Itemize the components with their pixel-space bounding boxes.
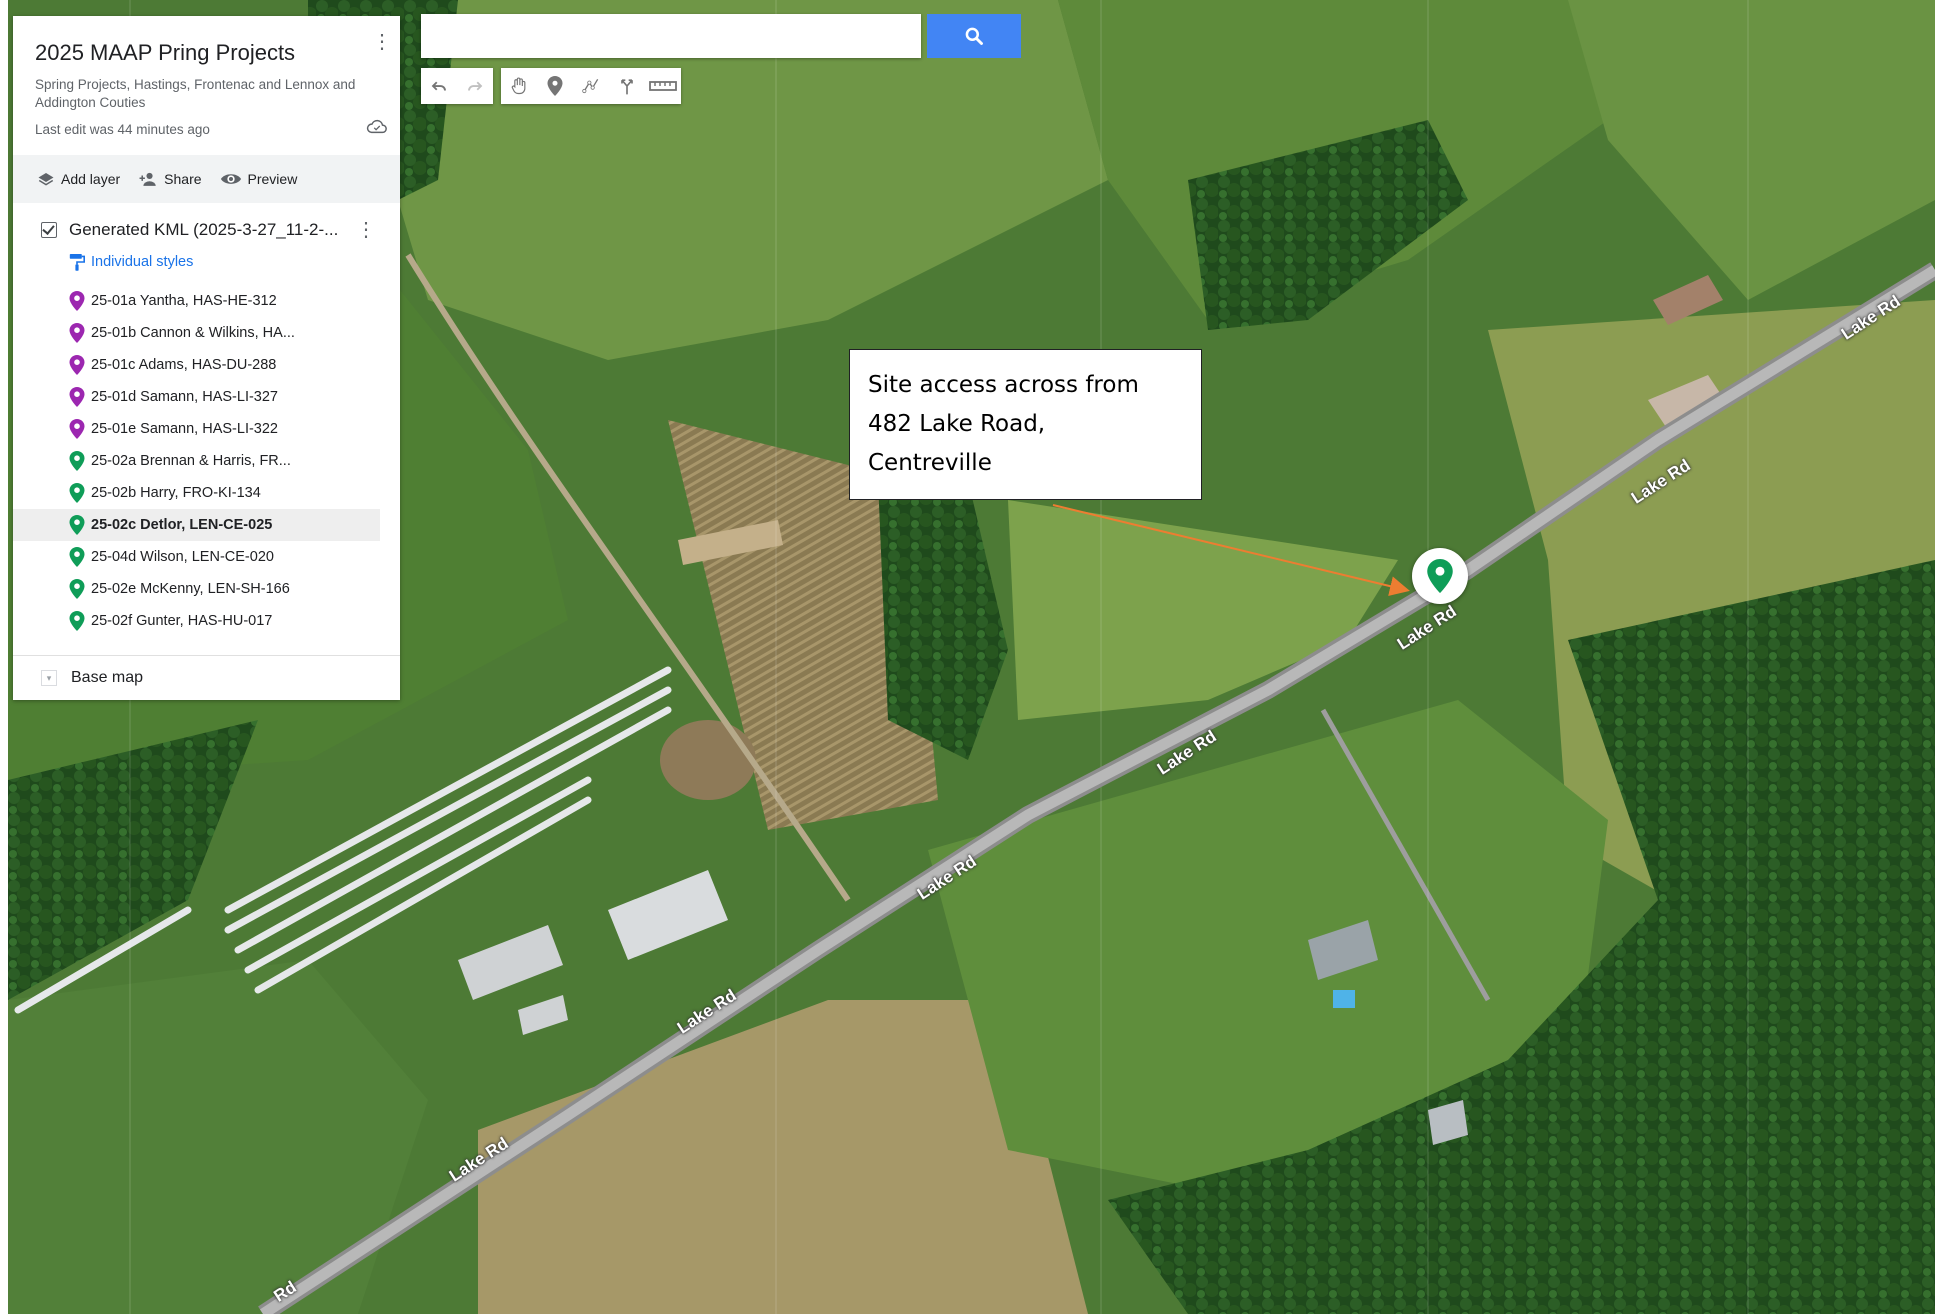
- feature-label: 25-01b Cannon & Wilkins, HA...: [91, 325, 295, 341]
- layers-icon: [38, 173, 54, 186]
- measure-button[interactable]: [645, 68, 681, 104]
- search-input[interactable]: [421, 14, 921, 58]
- feature-label: 25-01d Samann, HAS-LI-327: [91, 389, 278, 405]
- base-map-label: Base map: [71, 669, 144, 686]
- layer-name[interactable]: Generated KML (2025-3-27_11-2-...: [69, 220, 339, 239]
- eye-icon: [220, 174, 241, 184]
- map-pin-icon: [69, 387, 85, 407]
- more-options-icon[interactable]: ⋮: [372, 31, 392, 53]
- callout-line: Site access across from: [868, 372, 1139, 398]
- draw-tools-group: [501, 68, 681, 104]
- feature-list-item[interactable]: 25-02a Brennan & Harris, FR...: [13, 445, 380, 477]
- map-pin-icon: [69, 419, 85, 439]
- map-title[interactable]: 2025 MAAP Pring Projects: [35, 40, 296, 65]
- panel-header: 2025 MAAP Pring Projects Spring Projects…: [13, 16, 400, 145]
- feature-list-item[interactable]: 25-01b Cannon & Wilkins, HA...: [13, 317, 380, 349]
- feature-label: 25-01c Adams, HAS-DU-288: [91, 357, 277, 373]
- feature-label: 25-04d Wilson, LEN-CE-020: [91, 549, 274, 565]
- history-group: [421, 68, 493, 104]
- feature-label: 25-02a Brennan & Harris, FR...: [91, 453, 291, 469]
- layer-section: Generated KML (2025-3-27_11-2-... ⋮ Indi…: [13, 203, 400, 637]
- feature-list-item[interactable]: 25-04d Wilson, LEN-CE-020: [13, 541, 380, 573]
- feature-label: 25-02b Harry, FRO-KI-134: [91, 485, 261, 501]
- map-pin-icon: [69, 291, 85, 311]
- add-marker-button[interactable]: [537, 68, 573, 104]
- map-pin-icon: [69, 611, 85, 631]
- paint-roller-icon: [69, 254, 85, 271]
- search-button[interactable]: [927, 14, 1021, 58]
- feature-label: 25-01a Yantha, HAS-HE-312: [91, 293, 277, 309]
- map-pin-icon: [69, 451, 85, 471]
- map-toolbar: [421, 68, 681, 104]
- map-pin-icon: [69, 355, 85, 375]
- feature-list-item[interactable]: 25-02e McKenny, LEN-SH-166: [13, 573, 380, 605]
- ruler-icon: [649, 81, 677, 91]
- panel-toolbar: Add layer Share Preview: [13, 155, 400, 203]
- redo-button[interactable]: [457, 68, 493, 104]
- individual-styles-label: Individual styles: [91, 254, 194, 270]
- callout-line: 482 Lake Road,: [868, 411, 1046, 437]
- individual-styles-link[interactable]: Individual styles: [13, 249, 400, 275]
- feature-list-item[interactable]: 25-01a Yantha, HAS-HE-312: [13, 285, 380, 317]
- map-description[interactable]: Spring Projects, Hastings, Frontenac and…: [35, 77, 356, 110]
- share-button[interactable]: Share: [138, 171, 202, 187]
- add-layer-label: Add layer: [61, 171, 121, 187]
- feature-list-item[interactable]: 25-02b Harry, FRO-KI-134: [13, 477, 380, 509]
- callout-line: Centreville: [868, 450, 992, 476]
- base-map-row[interactable]: ▾ Base map: [13, 655, 400, 700]
- last-edit-status: Last edit was 44 minutes ago: [35, 122, 210, 137]
- undo-icon: [431, 81, 446, 91]
- feature-label: 25-02e McKenny, LEN-SH-166: [91, 581, 290, 597]
- map-pin-icon: [1427, 559, 1453, 593]
- feature-list-item[interactable]: 25-02c Detlor, LEN-CE-025: [13, 509, 380, 541]
- feature-list-item[interactable]: 25-01e Samann, HAS-LI-322: [13, 413, 380, 445]
- feature-list-item[interactable]: 25-01c Adams, HAS-DU-288: [13, 349, 380, 381]
- search-box: [421, 14, 921, 58]
- layer-visibility-checkbox[interactable]: [41, 222, 57, 238]
- directions-icon: [621, 79, 633, 95]
- map-pin-icon: [69, 323, 85, 343]
- marker-icon: [547, 76, 563, 96]
- preview-label: Preview: [247, 171, 298, 187]
- directions-button[interactable]: [609, 68, 645, 104]
- expand-arrow-icon[interactable]: ▾: [41, 670, 57, 686]
- share-label: Share: [164, 171, 202, 187]
- map-pin-icon: [69, 515, 85, 535]
- layer-header[interactable]: Generated KML (2025-3-27_11-2-...: [13, 217, 400, 243]
- draw-line-button[interactable]: [573, 68, 609, 104]
- selected-location-marker[interactable]: [1412, 548, 1468, 604]
- hand-icon: [511, 77, 526, 95]
- preview-button[interactable]: Preview: [220, 171, 298, 187]
- search-icon: [965, 27, 983, 45]
- undo-button[interactable]: [421, 68, 457, 104]
- feature-list: 25-01a Yantha, HAS-HE-312 25-01b Cannon &…: [13, 285, 400, 637]
- feature-list-item[interactable]: 25-01d Samann, HAS-LI-327: [13, 381, 380, 413]
- map-pin-icon: [69, 547, 85, 567]
- feature-label: 25-02c Detlor, LEN-CE-025: [91, 517, 273, 533]
- site-access-callout: Site access across from 482 Lake Road, C…: [849, 349, 1202, 500]
- feature-list-item[interactable]: 25-02f Gunter, HAS-HU-017: [13, 605, 380, 637]
- redo-icon: [468, 81, 483, 91]
- satellite-imagery: [8, 0, 1935, 1314]
- cloud-saved-icon: [366, 119, 387, 134]
- add-person-icon: [139, 172, 156, 186]
- feature-label: 25-02f Gunter, HAS-HU-017: [91, 613, 273, 629]
- map-pin-icon: [69, 483, 85, 503]
- pan-button[interactable]: [501, 68, 537, 104]
- map-pin-icon: [69, 579, 85, 599]
- feature-label: 25-01e Samann, HAS-LI-322: [91, 421, 278, 437]
- map-legend-panel: 2025 MAAP Pring Projects Spring Projects…: [13, 16, 400, 700]
- satellite-map[interactable]: Lake Rd Lake Rd Lake Rd Lake Rd Lake Rd …: [8, 0, 1935, 1314]
- add-layer-button[interactable]: Add layer: [37, 171, 120, 187]
- layer-options-icon[interactable]: ⋮: [356, 219, 376, 241]
- draw-line-icon: [582, 78, 599, 94]
